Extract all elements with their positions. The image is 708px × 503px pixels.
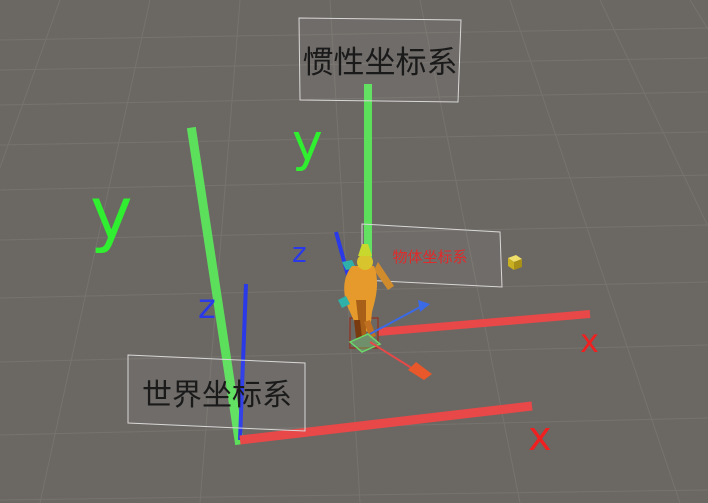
object-z-letter: z (292, 236, 307, 269)
transform-gizmo[interactable] (348, 300, 432, 380)
world-z-axis (238, 283, 248, 441)
inertial-frame-label-panel: 惯性坐标系 (298, 17, 462, 103)
object-frame-label: 物体坐标系 (392, 248, 467, 266)
world-frame-label-panel: 世界坐标系 (127, 354, 306, 432)
world-frame-axes (186, 126, 533, 446)
object-x-letter: x (580, 322, 599, 360)
world-z-letter: z (198, 287, 216, 327)
gizmo-z-handle[interactable] (369, 305, 423, 335)
gizmo-x-arrow[interactable] (408, 362, 432, 380)
world-x-axis (239, 401, 533, 445)
world-y-axis (186, 126, 245, 446)
world-y-letter: y (90, 171, 133, 255)
character-model[interactable] (338, 244, 394, 349)
gizmo-cube-icon[interactable] (508, 255, 522, 270)
inertial-y-letter: y (292, 113, 323, 173)
gizmo-x-handle[interactable] (369, 341, 419, 373)
inertial-frame-label: 惯性坐标系 (303, 45, 458, 81)
world-frame-label: 世界坐标系 (142, 378, 292, 413)
gizmo-plane-handle[interactable] (348, 333, 382, 353)
world-x-letter: x (528, 414, 552, 460)
object-x-axis (377, 310, 591, 336)
gizmo-z-arrow[interactable] (418, 300, 430, 312)
object-frame-label-panel: 物体坐标系 (361, 223, 503, 288)
